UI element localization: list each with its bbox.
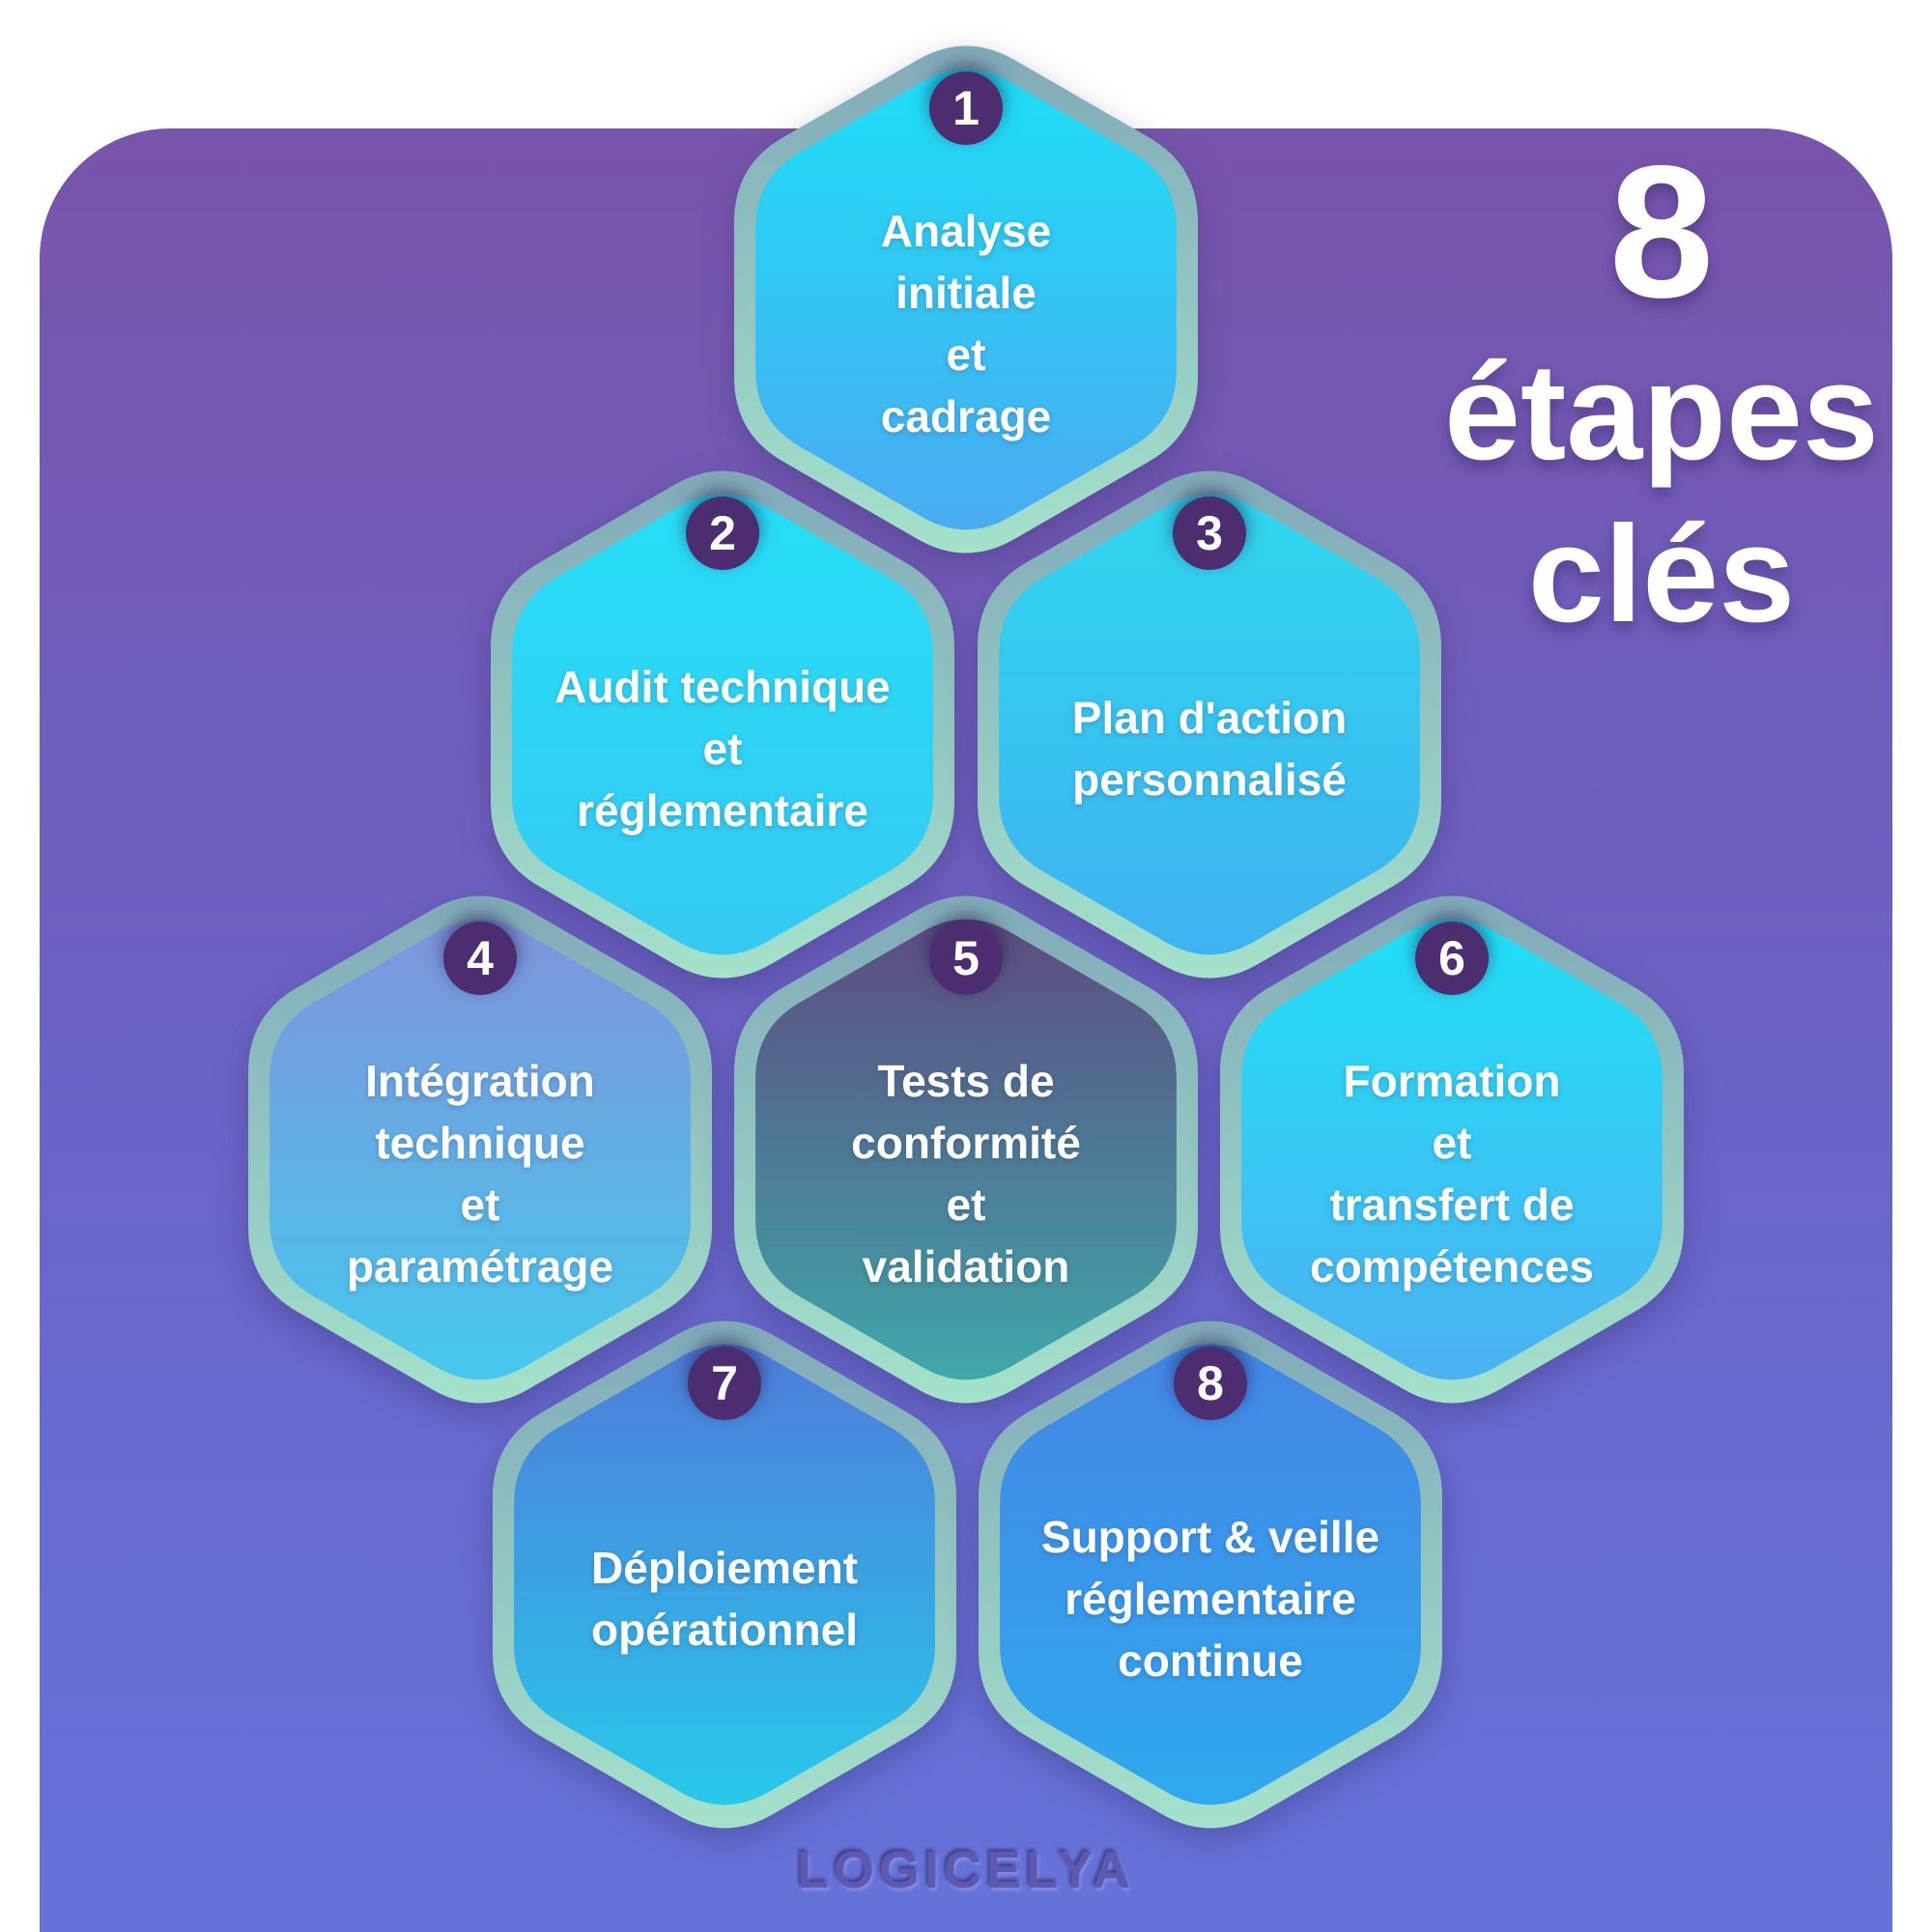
hex-fill bbox=[270, 919, 691, 1380]
step-number: 4 bbox=[467, 931, 494, 985]
step-label: Intégration technique et paramétrage bbox=[346, 1056, 614, 1292]
logo-watermark: LOGICELYA bbox=[796, 1841, 1136, 1899]
step-number: 1 bbox=[952, 81, 980, 135]
title-word-1: étapes bbox=[1444, 335, 1879, 489]
step-label: Audit technique et réglementaire bbox=[554, 662, 891, 836]
step-number-badge: 8 bbox=[1174, 1347, 1247, 1420]
step-number-badge: 7 bbox=[688, 1347, 761, 1420]
hex-step-5: 6 Formation et transfert de compétences bbox=[1201, 860, 1703, 1439]
hex-step-2: 3 Plan d'action personnalisé bbox=[958, 435, 1461, 1014]
hex-step-6: 7 Déploiement opérationnel bbox=[473, 1285, 976, 1864]
page-title: 8 étapes clés bbox=[1352, 133, 1932, 656]
hex-step-4: 5 Tests de conformité et validation bbox=[715, 860, 1217, 1439]
step-label: Formation et transfert de compétences bbox=[1309, 1056, 1594, 1292]
step-number-badge: 2 bbox=[686, 497, 759, 570]
hex-fill bbox=[755, 919, 1177, 1380]
step-number-badge: 6 bbox=[1415, 922, 1489, 995]
hex-step-0: 1 Analyse initiale et cadrage bbox=[715, 10, 1217, 589]
title-number: 8 bbox=[1608, 127, 1715, 337]
step-label: Tests de conformité et validation bbox=[851, 1056, 1081, 1292]
step-number: 3 bbox=[1196, 506, 1223, 560]
title-word-2: clés bbox=[1527, 497, 1796, 651]
hex-step-3: 4 Intégration technique et paramétrage bbox=[229, 860, 731, 1439]
step-number: 8 bbox=[1197, 1356, 1224, 1410]
step-label: Plan d'action personnalisé bbox=[1071, 693, 1348, 805]
hex-fill bbox=[1000, 1344, 1421, 1805]
step-number: 7 bbox=[711, 1356, 738, 1410]
step-label: Support & veille réglementaire continue bbox=[1040, 1512, 1380, 1686]
step-label: Analyse initiale et cadrage bbox=[880, 206, 1052, 441]
step-label: Déploiement opérationnel bbox=[590, 1543, 859, 1655]
step-number-badge: 3 bbox=[1173, 497, 1246, 570]
hex-fill bbox=[755, 69, 1177, 530]
step-number: 5 bbox=[952, 931, 980, 985]
step-number: 6 bbox=[1438, 931, 1465, 985]
hex-step-1: 2 Audit technique et réglementaire bbox=[471, 435, 974, 1014]
step-number: 2 bbox=[709, 506, 736, 560]
hex-fill bbox=[1241, 919, 1662, 1380]
hex-fill bbox=[514, 1344, 935, 1805]
hex-fill bbox=[512, 494, 933, 955]
step-number-badge: 5 bbox=[929, 922, 1003, 995]
hex-fill bbox=[999, 494, 1420, 955]
step-number-badge: 4 bbox=[443, 922, 517, 995]
step-number-badge: 1 bbox=[929, 71, 1003, 145]
hex-step-7: 8 Support & veille réglementaire continu… bbox=[959, 1285, 1462, 1864]
